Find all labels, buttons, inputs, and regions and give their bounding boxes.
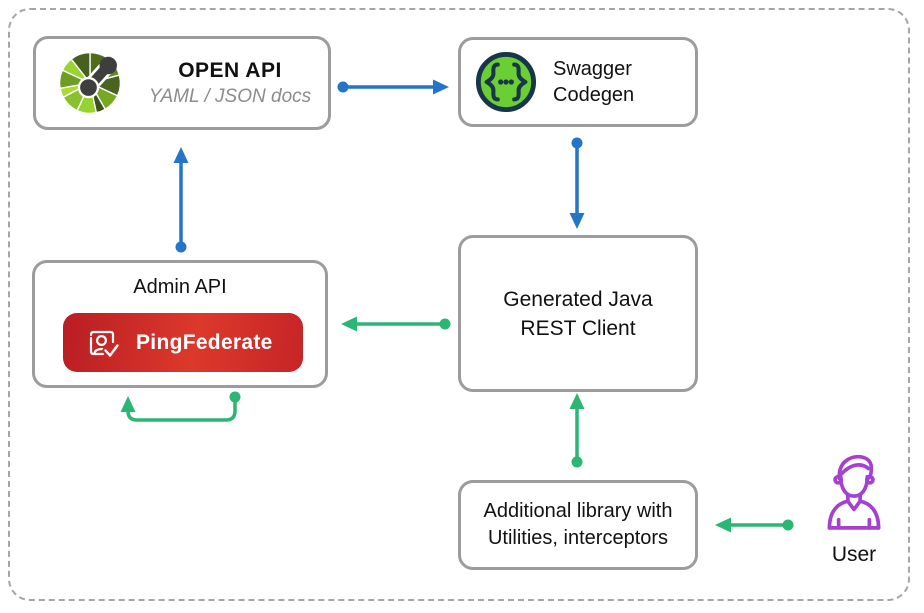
pingfederate-brand-primary: Ping bbox=[136, 330, 183, 354]
openapi-title: OPEN API bbox=[178, 58, 282, 82]
pingfederate-wordmark: PingFederate bbox=[136, 331, 273, 355]
additional-library-box: Additional library with Utilities, inter… bbox=[458, 480, 698, 570]
user-label: User bbox=[831, 543, 877, 566]
user-node: User bbox=[812, 448, 896, 567]
generated-java-rest-client-box: Generated Java REST Client bbox=[458, 235, 698, 392]
user-person-outline-icon bbox=[827, 454, 881, 530]
diagram-dashed-frame bbox=[8, 8, 910, 601]
swagger-label-line1: Swagger bbox=[553, 58, 632, 80]
java-client-label-line1: Generated Java bbox=[503, 287, 653, 311]
library-label-line2: Utilities, interceptors bbox=[487, 527, 669, 549]
pingfederate-badge: PingFederate bbox=[63, 313, 303, 372]
java-client-label-line2: REST Client bbox=[520, 316, 636, 340]
swagger-braces-icon bbox=[475, 51, 537, 113]
openapi-subtitle: YAML / JSON docs bbox=[148, 85, 312, 107]
swagger-label-line2: Codegen bbox=[553, 84, 635, 106]
pingfederate-id-card-icon bbox=[89, 330, 121, 359]
openapi-pinwheel-icon bbox=[58, 51, 122, 115]
admin-api-box: Admin API PingFederate bbox=[32, 260, 328, 388]
admin-api-title: Admin API bbox=[133, 276, 227, 298]
swagger-codegen-box: Swagger Codegen bbox=[458, 37, 698, 127]
openapi-box: OPEN API YAML / JSON docs bbox=[33, 36, 331, 130]
pingfederate-brand-secondary: Federate bbox=[182, 330, 273, 354]
library-label-line1: Additional library with bbox=[483, 500, 673, 522]
